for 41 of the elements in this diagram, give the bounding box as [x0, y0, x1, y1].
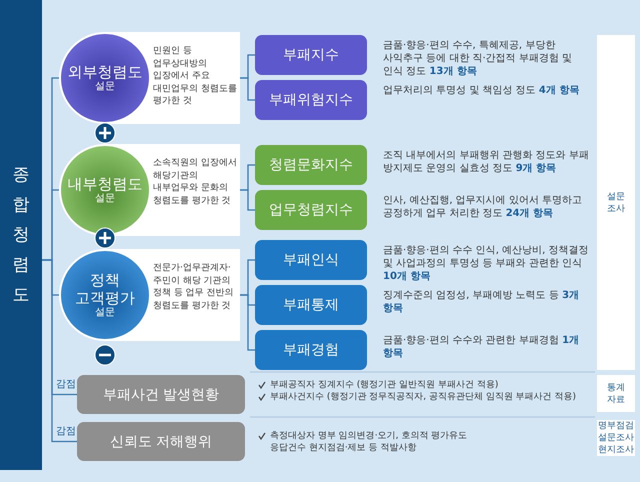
index-box: 부패지수: [255, 35, 367, 75]
source-label: 명부점검 설문조사 현지조사: [597, 420, 635, 456]
description-text: 금품·향응·편의 수수, 특혜제공, 부당한 사익추구 등에 대한 직·간접적 부패경험 및 인식 정도 13개 항목: [383, 39, 574, 78]
bullet-text: 측정대상자 명부 임의변경·오기, 호의적 평가유도 응답건수 현지점검·제보 등 적발사항: [270, 430, 468, 454]
source-label: 설문 조사: [597, 35, 635, 370]
survey-label: 설문: [95, 193, 115, 205]
description-text: 인사, 예산집행, 업무지시에 있어서 투명하고 공정하게 업무 처리한 정도 24개 항목: [383, 194, 584, 220]
category-card: [59, 249, 240, 341]
category-card: [59, 32, 240, 124]
survey-label: 설문: [95, 307, 115, 319]
bullet-text: 부패공직자 징계지수 (행정기관 일반직원 부패사건 적용): [270, 379, 500, 391]
deduction-box: 신뢰도 저해행위: [77, 422, 245, 461]
index-box: 업무청렴지수: [255, 190, 367, 230]
connector-line: [240, 77, 255, 101]
description-text: 금품·향응·편의 수수 인식, 예산낭비, 정책결정 및 사업과정의 투명성 등 부패와 관련한 인식 10개 항목: [383, 244, 590, 283]
category-card: [59, 144, 240, 236]
description-text: 업무처리의 투명성 및 책임성 정도 4개 항목: [383, 84, 580, 97]
index-box: 부패위험지수: [255, 80, 367, 120]
description-text: 조직 내부에서의 부패행위 관행화 정도와 부패 방지제도 운영의 실효성 정도 9개 항목: [383, 149, 590, 175]
connector-line: [240, 294, 255, 351]
category-title: 외부청렴도: [66, 63, 144, 81]
description-text: 전문가·업무관계자·주민이 해당 기관의 정책 등 업무 전반의 청렴도를 평가한 것: [153, 262, 235, 312]
index-box: 부패인식: [255, 240, 367, 280]
source-label: 통계 자료: [597, 375, 635, 412]
description-text: 소속직원의 입장에서 해당기관의 내부업무와 문화의 청렴도를 평가한 것: [153, 157, 238, 207]
deduction-box: 부패사건 발생현황: [77, 375, 245, 414]
description-text: 징계수준의 엄정성, 부패예방 노력도 등 3개 항목: [383, 289, 580, 315]
edge-label: 감점: [55, 378, 77, 390]
connector-line: [240, 189, 255, 211]
index-box: 부패통제: [255, 285, 367, 325]
index-box: 부패경험: [255, 330, 367, 370]
description-text: 금품·향응·편의 수수와 관련한 부패경험 1개 항목: [383, 334, 580, 360]
connector-line: [42, 259, 77, 442]
category-title: 정책 고객평가: [74, 271, 136, 307]
side-bar: 종합청렴도: [0, 0, 42, 470]
description-text: 민원인 등 업무상대방의 입장에서 주요 대민업무의 청렴도를 평가한 것: [153, 45, 238, 108]
survey-label: 설문: [95, 81, 115, 93]
category-title: 내부청렴도: [66, 175, 144, 193]
edge-label: 감점: [55, 426, 77, 438]
bullet-text: 부패사건지수 (행정기관 정무직공직자, 공직유관단체 임직원 부패사건 적용): [270, 391, 578, 403]
index-box: 청렴문화지수: [255, 145, 367, 185]
